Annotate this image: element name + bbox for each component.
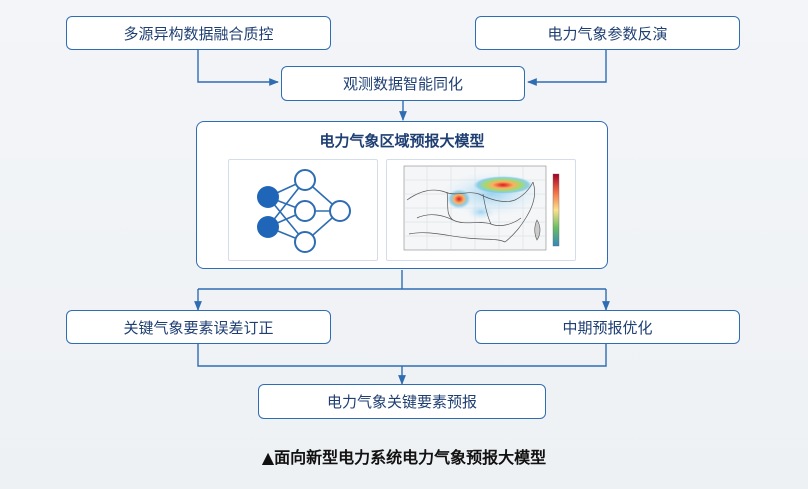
key-element-forecast-box: 电力气象关键要素预报: [258, 384, 546, 419]
medium-range-optimization-box: 中期预报优化: [475, 310, 740, 344]
parameter-inversion-label: 电力气象参数反演: [547, 24, 668, 43]
data-fusion-qc-label: 多源异构数据融合质控: [123, 24, 274, 43]
neural-network-panel: [228, 159, 378, 261]
data-assimilation-label: 观测数据智能同化: [342, 75, 463, 93]
weather-map-icon: [403, 165, 560, 251]
weather-map-panel: [386, 159, 576, 261]
regional-forecast-model-box: 电力气象区域预报大模型: [196, 121, 608, 269]
neural-network-icon: [257, 169, 351, 253]
data-fusion-qc-box: 多源异构数据融合质控: [66, 16, 331, 50]
core-model-title: 电力气象区域预报大模型: [319, 132, 485, 150]
data-assimilation-box: 观测数据智能同化: [281, 66, 525, 101]
error-correction-box: 关键气象要素误差订正: [66, 310, 331, 344]
figure-caption: ▲面向新型电力系统电力气象预报大模型: [261, 448, 547, 467]
key-element-forecast-label: 电力气象关键要素预报: [326, 393, 477, 411]
parameter-inversion-box: 电力气象参数反演: [475, 16, 740, 50]
error-correction-label: 关键气象要素误差订正: [123, 318, 274, 337]
medium-range-optimization-label: 中期预报优化: [562, 318, 653, 337]
